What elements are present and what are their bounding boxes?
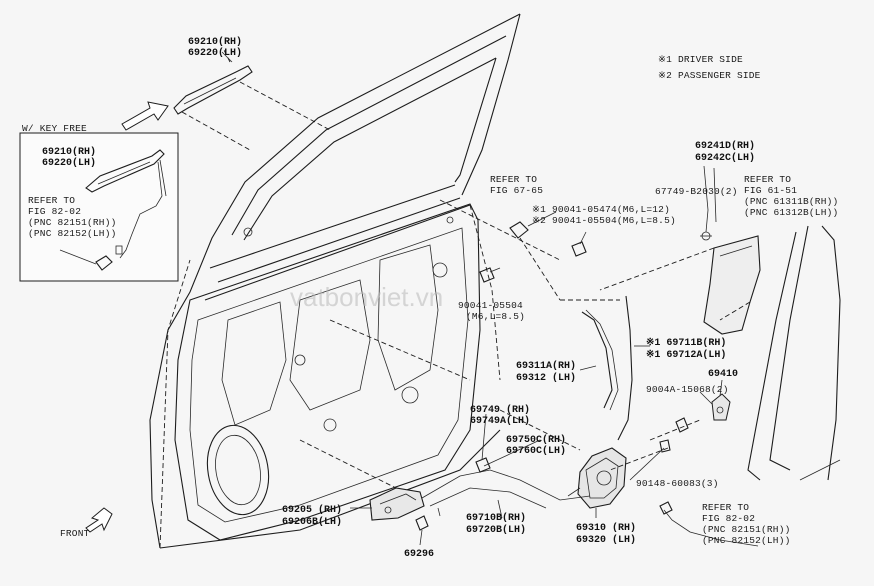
lock-cable <box>581 309 619 411</box>
outer-handle-label-lh: 69220(LH) <box>188 47 242 59</box>
refer-6151-line1: REFER TO <box>744 174 791 185</box>
inner-handle-cable <box>421 457 591 517</box>
body-pillar <box>747 225 841 481</box>
kf-refer-line1: REFER TO <box>28 195 75 206</box>
clip-qty-label: 67749-B2030(2) <box>655 186 738 197</box>
bolt-label-3b: (M6,L=8.5) <box>466 311 525 322</box>
bolt-icon-3 <box>479 267 501 283</box>
bolt-label-3a: 90041-05504 <box>458 300 523 311</box>
switch-harness <box>659 501 759 547</box>
cable3-label-rh: 69710B(RH) <box>466 512 526 524</box>
cable2-label-lh: 69760C(LH) <box>506 445 566 457</box>
door-striker <box>711 393 731 421</box>
kf-handle-label-rh: 69210(RH) <box>42 146 96 158</box>
cable3-label-lh: 69720B(LH) <box>466 524 526 536</box>
cable2-label-rh: 69750C(RH) <box>506 434 566 446</box>
front-arrow-icon <box>85 507 113 533</box>
key-free-title: W/ KEY FREE <box>22 123 87 134</box>
refer-6151-line2: FIG 61-51 <box>744 185 797 196</box>
clip-label-rh: 69749 (RH) <box>470 404 530 416</box>
refer-6765-line2: FIG 67-65 <box>490 185 543 196</box>
refer-6151-line4: (PNC 61312B(LH)) <box>744 207 838 218</box>
door-lock-assembly <box>567 447 627 509</box>
refer-6151-line3: (PNC 61311B(RH)) <box>744 196 838 207</box>
clip-label-lh: 69749A(LH) <box>470 415 530 427</box>
refer-8202-line2: FIG 82-02 <box>702 513 755 524</box>
rod-label-rh: 69311A(RH) <box>516 360 576 372</box>
bolt-icon <box>509 211 561 301</box>
screw-label-1: 9004A-15068(2) <box>646 384 729 395</box>
screw-icon <box>675 417 689 433</box>
striker-label: 69410 <box>708 369 738 380</box>
clip-icon <box>415 515 429 546</box>
outer-handle-label-rh: 69210(RH) <box>188 36 242 48</box>
watermark: vatbonviet.vn <box>290 282 443 312</box>
kf-refer-line3: (PNC 82151(RH)) <box>28 217 117 228</box>
key-free-box <box>19 132 179 282</box>
outer-door-handle <box>173 49 331 151</box>
lock-label-rh: 69310 (RH) <box>576 522 636 534</box>
kf-refer-line2: FIG 82-02 <box>28 206 81 217</box>
kf-refer-line4: (PNC 82152(LH)) <box>28 228 117 239</box>
door-trim-panel <box>599 231 761 335</box>
lock-rod <box>617 295 633 441</box>
bolt-label-passenger: ※2 90041-05504(M6,L=8.5) <box>532 215 676 226</box>
bolt-icon-2 <box>571 231 587 257</box>
inner-handle-label-lh: 69206B(LH) <box>282 516 342 528</box>
refer-8202-line1: REFER TO <box>702 502 749 513</box>
inner-door-handle <box>369 487 425 521</box>
rod-label-lh: 69312 (LH) <box>516 372 576 384</box>
direction-arrow-icon <box>121 101 169 131</box>
cable1-label-rh: ※1 69711B(RH) <box>646 337 726 349</box>
trim-label-rh: 69241D(RH) <box>695 140 755 152</box>
lock-label-lh: 69320 (LH) <box>576 534 636 546</box>
trim-label-lh: 69242C(LH) <box>695 152 755 164</box>
inner-handle-label-rh: 69205 (RH) <box>282 504 342 516</box>
kf-handle-label-lh: 69220(LH) <box>42 157 96 169</box>
screw-icon-2 <box>609 439 671 471</box>
bolt-label-driver: ※1 90041-05474(M6,L=12) <box>532 204 670 215</box>
refer-6765-line1: REFER TO <box>490 174 537 185</box>
front-label: FRONT <box>60 528 90 539</box>
refer-8202-line3: (PNC 82151(RH)) <box>702 524 791 535</box>
cable1-label-lh: ※1 69712A(LH) <box>646 349 726 361</box>
door-panel <box>149 13 521 549</box>
clip-bottom-label: 69296 <box>404 549 434 560</box>
screw-label-2: 90148-60083(3) <box>636 478 719 489</box>
refer-8202-line4: (PNC 82152(LH)) <box>702 535 791 546</box>
note-passenger-side: ※2 PASSENGER SIDE <box>658 70 761 81</box>
note-driver-side: ※1 DRIVER SIDE <box>658 54 743 65</box>
